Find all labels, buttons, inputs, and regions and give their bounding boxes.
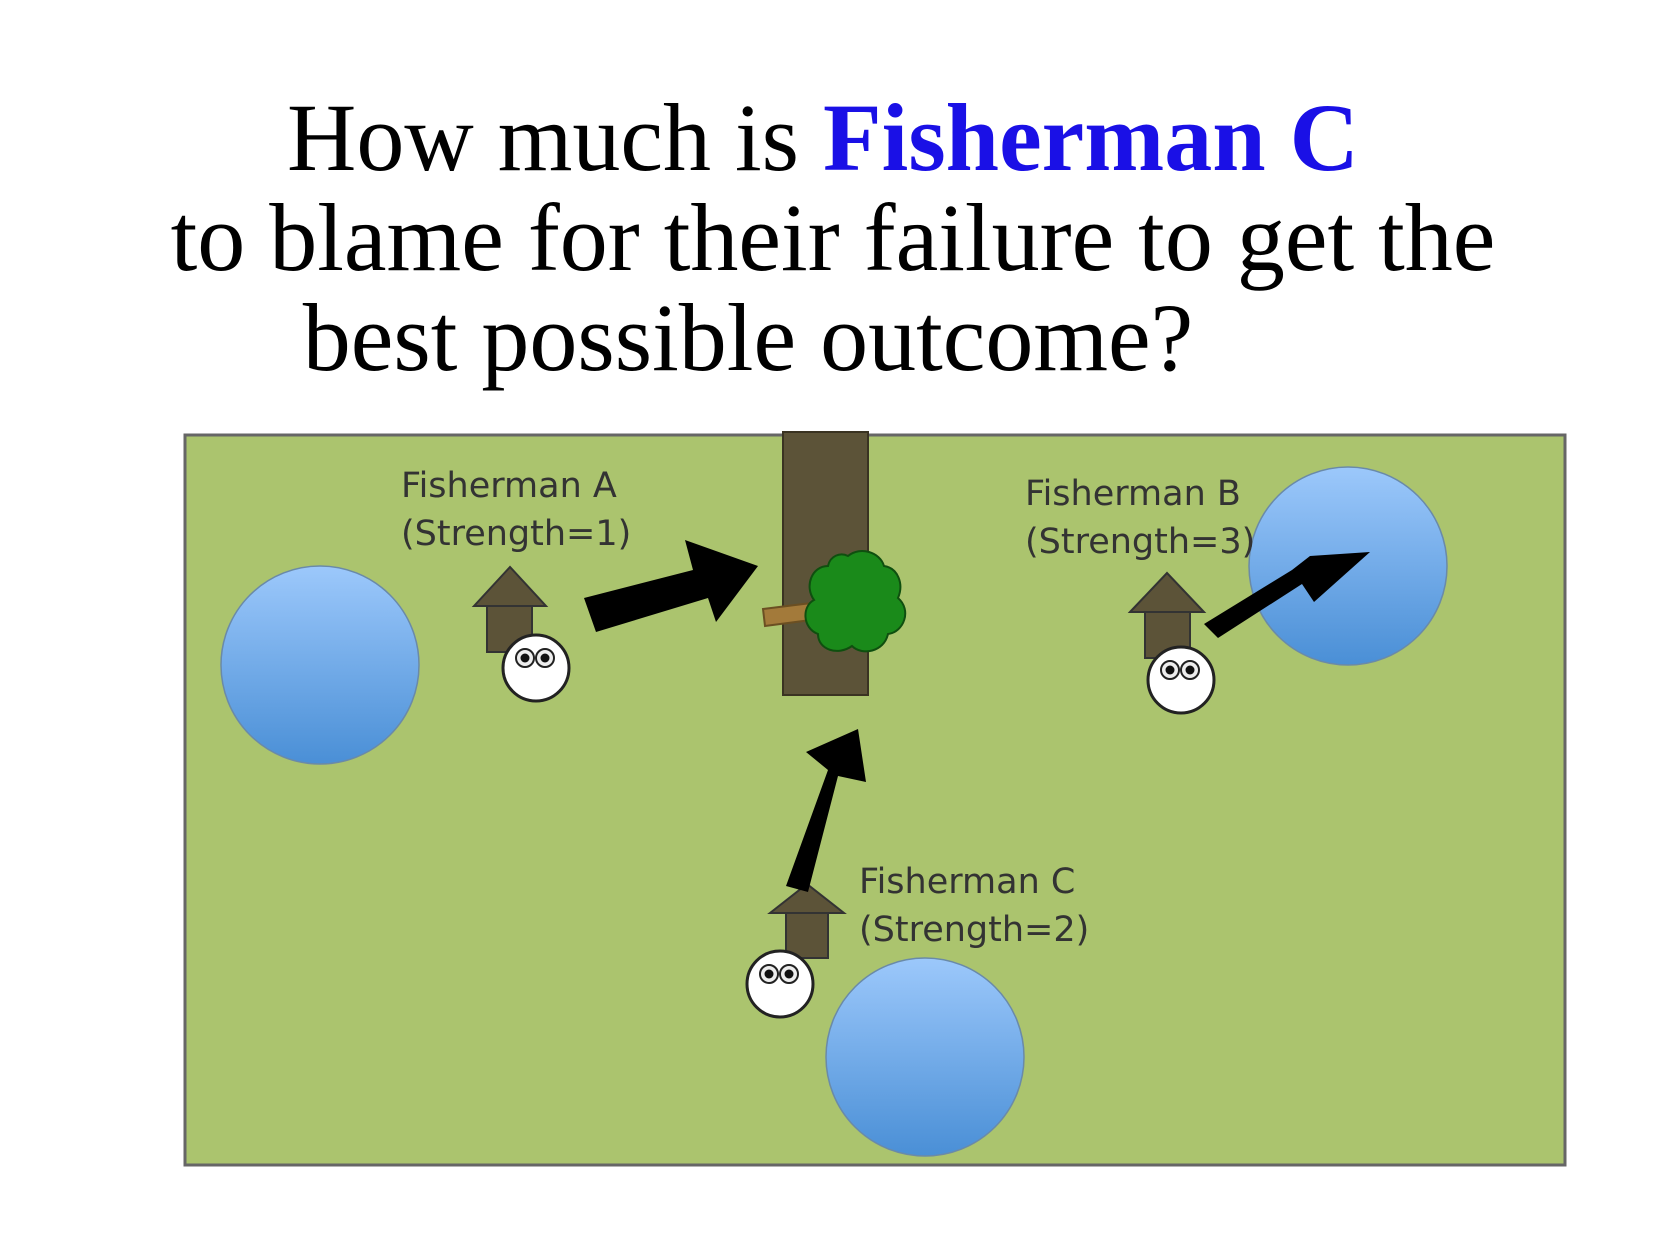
- pond-icon: [220, 565, 420, 765]
- arrow-icon: [584, 540, 758, 632]
- fisherman-b-strength: (Strength=3): [1025, 522, 1255, 562]
- pond-icon: [825, 957, 1025, 1157]
- fisherman-a-strength: (Strength=1): [401, 514, 631, 554]
- question-line-3: best possible outcome?: [302, 284, 1194, 391]
- face-icon: [745, 949, 815, 1019]
- fisherman-b-name: Fisherman B: [1025, 474, 1241, 514]
- fisherman-a-name: Fisherman A: [401, 466, 617, 506]
- face-icon: [1146, 645, 1216, 715]
- question-title: How much is Fisherman C to blame for the…: [0, 88, 1666, 388]
- face-icon: [501, 633, 571, 703]
- fisherman-c-strength: (Strength=2): [859, 910, 1089, 950]
- house-icon: [767, 882, 847, 959]
- question-prefix: How much is: [287, 84, 823, 191]
- fisherman-c-name: Fisherman C: [859, 862, 1075, 902]
- tree-icon: [761, 431, 907, 696]
- arrow-icon: [786, 729, 866, 892]
- house-icon: [471, 565, 549, 653]
- arrow-icon: [1204, 552, 1370, 638]
- question-line-2: to blame for their failure to get the: [170, 184, 1496, 291]
- question-line-1: How much is Fisherman C: [0, 88, 1666, 188]
- fisherman-c-highlight: Fisherman C: [823, 84, 1359, 191]
